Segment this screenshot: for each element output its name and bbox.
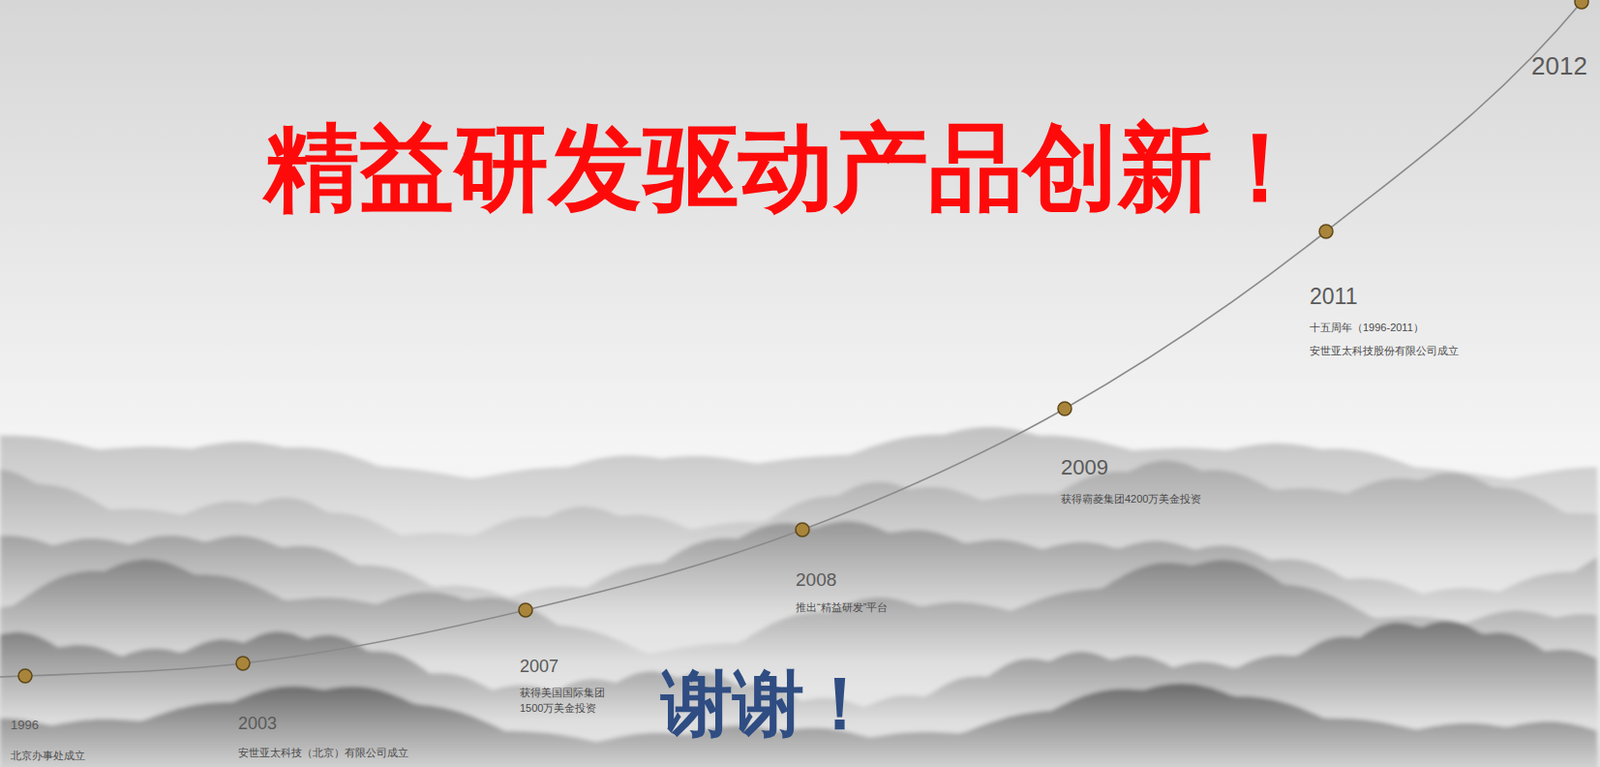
year-label: 2008 xyxy=(795,566,837,594)
timeline-dot xyxy=(1057,401,1072,416)
year-label: 2011 xyxy=(1309,280,1358,313)
milestone-text: 推出“精益研发”平台 xyxy=(795,600,888,616)
milestone-text: 获得美国国际集团 1500万美金投资 xyxy=(519,685,611,717)
year-label: 1996 xyxy=(10,716,39,735)
timeline-dot xyxy=(518,603,533,617)
closing-thanks: 谢谢！ xyxy=(661,664,876,743)
timeline-dot xyxy=(1574,0,1589,9)
year-label: 2003 xyxy=(238,710,277,736)
timeline-dot xyxy=(236,656,250,670)
milestone-text: 北京办事处成立 xyxy=(10,748,86,764)
timeline-dot xyxy=(1319,224,1333,239)
year-label: 2007 xyxy=(519,653,559,679)
slide-title: 精益研发驱动产品创新！ xyxy=(264,116,1308,221)
milestone-text: 获得霸菱集团4200万美金投资 xyxy=(1060,491,1202,508)
milestone-text: 安世亚太科技（北京）有限公司成立 xyxy=(238,745,409,761)
timeline-dot xyxy=(795,522,810,537)
mountain-range xyxy=(0,426,1600,767)
timeline-dot xyxy=(18,668,32,683)
milestone-text: 十五周年（1996-2011） xyxy=(1309,320,1424,336)
timeline-curve xyxy=(0,0,1600,677)
year-label: 2009 xyxy=(1060,452,1109,484)
timeline-dots xyxy=(18,0,1589,683)
milestone-text: 安世亚太科技股份有限公司成立 xyxy=(1309,343,1459,360)
year-label: 2012 xyxy=(1531,48,1588,86)
